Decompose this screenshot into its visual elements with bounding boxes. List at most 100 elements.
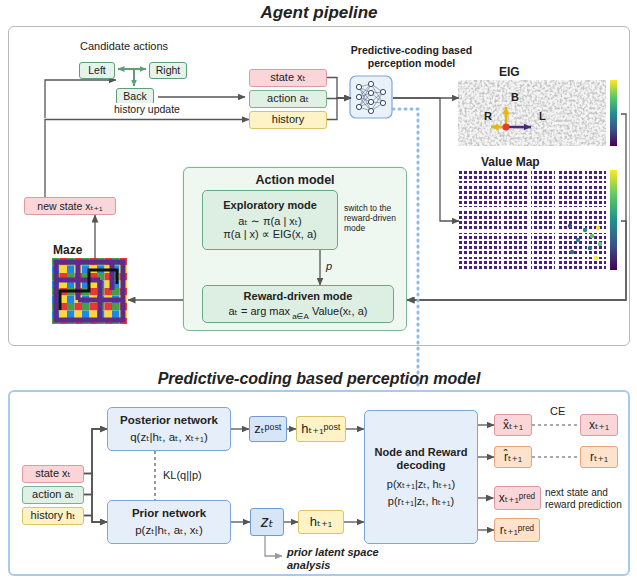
connector bbox=[45, 120, 249, 198]
connector bbox=[94, 215, 95, 259]
node-text: aₜ ∼ π(a | xₜ) bbox=[238, 215, 301, 228]
node-text: Predictive-coding based perception model bbox=[344, 44, 479, 70]
output-box: rₜ₊₁ᵖʳᵉᵈ bbox=[494, 518, 540, 542]
node-text: history bbox=[272, 113, 304, 126]
node-text: x̂ₜ₊₁ bbox=[503, 418, 523, 432]
node-text: p(xₜ₊₁|zₜ, hₜ₊₁) bbox=[387, 478, 455, 491]
heatmap: EIGBRL bbox=[459, 81, 621, 147]
connector bbox=[84, 516, 107, 523]
connector bbox=[478, 456, 494, 457]
direction-arrow bbox=[505, 107, 508, 124]
connector bbox=[319, 250, 320, 285]
network-box: Posterior networkq(zₜ|hₜ, aₜ, xₜ₊₁) bbox=[107, 407, 231, 451]
node-text: rₜ₊₁ bbox=[590, 450, 608, 464]
node-text: π(a | x) ∝ EIG(x, a) bbox=[223, 228, 316, 241]
input-box: action aₜ bbox=[22, 486, 84, 504]
node-text: new state xₜ₊₁ bbox=[37, 200, 102, 213]
value-map: Value Map bbox=[459, 171, 621, 271]
edge-label: KL(q||p) bbox=[161, 469, 204, 482]
node-text: aₜ = arg max bbox=[228, 305, 290, 318]
connector bbox=[284, 521, 298, 522]
direction-arrow bbox=[509, 126, 531, 129]
node-text: Agent pipeline bbox=[9, 3, 629, 23]
node-text: p(zₜ|hₜ, aₜ, xₜ) bbox=[135, 524, 203, 538]
edge-label: p bbox=[326, 260, 332, 273]
node-text: hₜ₊₁ᵖᵒˢᵗ bbox=[301, 421, 340, 437]
node-text: zₜᵖᵒˢᵗ bbox=[254, 421, 281, 437]
output-box: r̂ₜ₊₁ bbox=[494, 446, 532, 468]
node-text: xₜ₊₁ᵖʳᵉᵈ bbox=[499, 491, 535, 505]
connector bbox=[327, 78, 351, 99]
connector bbox=[84, 429, 107, 516]
output-box: x̂ₜ₊₁ bbox=[494, 414, 532, 436]
action-cross bbox=[118, 69, 146, 86]
free-label: switch to the reward-driven mode bbox=[344, 204, 404, 233]
connector bbox=[84, 474, 107, 523]
node-text: action aₜ bbox=[32, 488, 74, 501]
output-box: xₜ₊₁ bbox=[580, 414, 618, 436]
node-text: state xₜ bbox=[35, 467, 71, 480]
maze-image: Maze bbox=[53, 259, 128, 325]
connector bbox=[478, 529, 494, 530]
node-text: rₜ₊₁ᵖʳᵉᵈ bbox=[500, 523, 534, 537]
agent-dot bbox=[503, 124, 510, 131]
heatmap-noise bbox=[458, 80, 606, 146]
node-text: state xₜ bbox=[270, 71, 306, 84]
node-text: Prior network bbox=[132, 507, 206, 521]
node-text: Value Map bbox=[481, 155, 540, 169]
loop-line bbox=[45, 80, 116, 118]
analysis-arrow bbox=[265, 535, 282, 556]
node-text: zₜ bbox=[261, 512, 274, 531]
panel: Agent pipelineLeftRightBackstate xₜactio… bbox=[8, 26, 630, 346]
node-text: a∈A bbox=[292, 312, 309, 322]
node-text: B bbox=[511, 91, 519, 104]
value-map-corridors bbox=[458, 170, 606, 270]
edge-label: CE bbox=[548, 405, 567, 418]
network-box: Prior network p(zₜ|hₜ, aₜ, xₜ) bbox=[107, 500, 231, 544]
node-text: hₜ₊₁ bbox=[310, 514, 332, 530]
latent-box: hₜ₊₁ bbox=[298, 510, 344, 534]
node-text: EIG bbox=[499, 65, 520, 79]
network-icon-units bbox=[356, 81, 385, 113]
maze-cells bbox=[52, 258, 127, 324]
input-box: history hₜ bbox=[22, 507, 84, 525]
node-text: L bbox=[539, 110, 546, 123]
module-fill bbox=[182, 166, 406, 330]
connector bbox=[407, 114, 626, 300]
decoder-box: Node and Reward decoding p(xₜ₊₁|zₜ, hₜ₊₁)… bbox=[364, 410, 478, 544]
mode-box: Exploratory mode aₜ ∼ π(a | xₜ)π(a | x) ∝… bbox=[202, 190, 338, 250]
output-box: rₜ₊₁ bbox=[580, 446, 618, 468]
connector bbox=[344, 521, 364, 522]
node-text: history hₜ bbox=[31, 509, 76, 522]
output-box: xₜ₊₁ᵖʳᵉᵈ bbox=[494, 486, 541, 510]
state-box: new state xₜ₊₁ bbox=[24, 197, 116, 215]
free-label: next state and reward prediction bbox=[545, 487, 627, 511]
network-icon-links bbox=[359, 84, 383, 111]
value-map-dots bbox=[458, 170, 606, 270]
node-text: R bbox=[484, 110, 492, 123]
latent-box: zₜᵖᵒˢᵗ bbox=[249, 416, 287, 442]
node-text: Exploratory mode bbox=[223, 199, 317, 212]
edge-label: history update bbox=[112, 103, 182, 116]
value-map-ground bbox=[458, 170, 606, 270]
connector bbox=[407, 221, 626, 300]
node-text: Action model bbox=[184, 173, 406, 188]
input-box: state xₜ bbox=[22, 465, 84, 483]
connector bbox=[84, 429, 107, 474]
model-box: Predictive-coding based perception model bbox=[351, 77, 393, 119]
input-box: action aₜ bbox=[249, 90, 327, 108]
connector bbox=[532, 424, 580, 425]
action-option: Back bbox=[116, 88, 154, 105]
connector bbox=[84, 429, 107, 495]
node-text: p(rₜ₊₁|zₜ, hₜ₊₁) bbox=[388, 495, 454, 508]
connector bbox=[478, 497, 494, 498]
node-text: Reward-driven mode bbox=[244, 290, 353, 303]
value-map-highs bbox=[568, 224, 602, 260]
maze-corridors bbox=[56, 262, 123, 320]
connector bbox=[231, 428, 249, 429]
node-text: Node and Reward decoding bbox=[371, 446, 471, 472]
node-text: q(zₜ|hₜ, aₜ, xₜ₊₁) bbox=[130, 431, 208, 445]
action-option: Left bbox=[79, 62, 115, 79]
colorbar bbox=[610, 80, 617, 146]
connector bbox=[478, 424, 494, 425]
